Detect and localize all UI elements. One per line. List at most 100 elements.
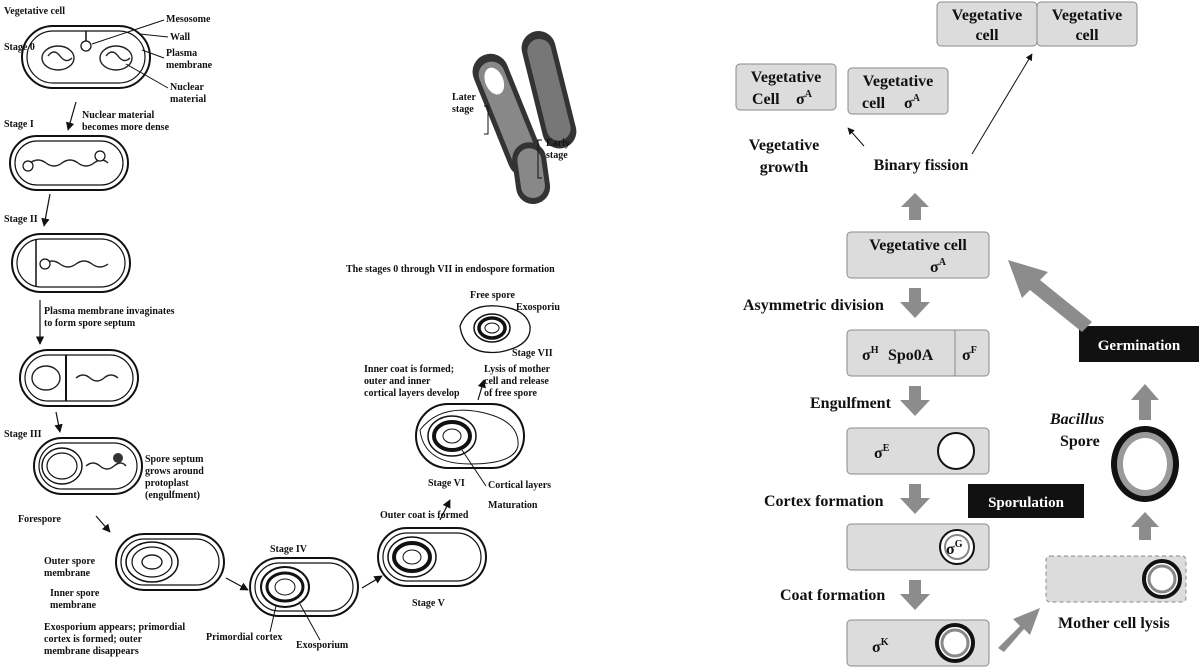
label-primordial-cortex: Primordial cortex <box>206 632 282 643</box>
label-cortical-layers: Cortical layers <box>488 480 551 491</box>
label-early-2: stage <box>546 150 568 161</box>
label-mother-cell-lysis: Mother cell lysis <box>1058 615 1170 632</box>
sigma-e: σE <box>874 443 890 462</box>
label-vegetative-cell: Vegetative cell <box>4 6 65 17</box>
label-septum-3: protoplast <box>145 478 189 489</box>
badge-sporulation <box>968 484 1084 518</box>
label-outer-coat: Outer coat is formed <box>380 510 469 521</box>
label-cortex-formation: Cortex formation <box>764 493 884 510</box>
label-exosporiu: Exosporiu <box>516 302 560 313</box>
label-dense-2: becomes more dense <box>82 122 170 133</box>
label-outer-spore-2: membrane <box>44 568 91 579</box>
label-membrane: membrane <box>166 60 213 71</box>
sigma-a-2-sup: A <box>913 93 921 104</box>
sigma-h: σH <box>862 345 879 364</box>
stage-3b-cell <box>115 533 225 591</box>
label-later-2: stage <box>452 104 474 115</box>
sigma-a-main-symbol: σ <box>930 259 939 276</box>
label-exo-2: cortex is formed; outer <box>44 634 143 645</box>
box-vegetative-cell-a <box>735 63 837 111</box>
label-later-1: Later <box>452 92 476 103</box>
text-veg-main: Vegetative cell <box>869 237 967 254</box>
sigma-g-sup: G <box>955 539 963 550</box>
label-veg-growth-2: growth <box>760 159 809 176</box>
label-stage-1: Stage I <box>4 119 34 130</box>
label-coat-formation: Coat formation <box>780 587 885 604</box>
arrow-down-3 <box>900 484 930 514</box>
arrow-fission-right <box>971 53 1033 155</box>
label-septum-1: Spore septum <box>145 454 204 465</box>
stage-0-cell <box>21 25 151 89</box>
label-stage-5: Stage V <box>412 598 446 609</box>
text-veg-top-left-2: cell <box>975 27 999 44</box>
stage-1-cell <box>9 135 129 191</box>
label-lysis-3: of free spore <box>484 388 538 399</box>
box-vegetative-top-right <box>1036 1 1138 47</box>
label-lysis-2: cell and release <box>484 376 549 387</box>
stage-3-cell <box>33 437 143 495</box>
label-invaginates-1: Plasma membrane invaginates <box>44 306 175 317</box>
label-exo-1: Exosporium appears; primordial <box>44 622 185 633</box>
stage-7-free-spore <box>459 305 531 354</box>
stage-2-cell <box>11 233 131 293</box>
sigma-a-1-symbol: σ <box>796 91 805 108</box>
label-spore: Spore <box>1060 433 1100 450</box>
arrow-germination-to-vegetative <box>1008 260 1092 332</box>
sigma-g-symbol: σ <box>946 541 955 558</box>
endospore-micrograph <box>472 31 577 204</box>
sigma-a-main: σA <box>930 257 947 276</box>
text-veg-b-2: cell <box>862 95 886 112</box>
sigma-k: σK <box>872 637 889 656</box>
sigma-f: σF <box>962 345 977 364</box>
left-panel-endospore-stages: Vegetative cell Stage 0 Mesosome Wall Pl… <box>4 6 577 657</box>
text-veg-a-1: Vegetative <box>751 69 822 86</box>
text-veg-a-2: Cell <box>752 91 780 108</box>
text-veg-b-1: Vegetative <box>863 73 934 90</box>
label-septum-2: grows around <box>145 466 204 477</box>
arrow-down-2 <box>900 386 930 416</box>
label-forespore: Forespore <box>18 514 62 525</box>
label-asymmetric-division: Asymmetric division <box>743 297 884 314</box>
sigma-h-sup: H <box>871 345 879 356</box>
sigma-a-2: σA <box>904 93 921 112</box>
label-lysis-1: Lysis of mother <box>484 364 551 375</box>
label-wall: Wall <box>170 32 190 43</box>
label-dense-1: Nuclear material <box>82 110 155 121</box>
bacillus-spore-inner <box>1123 438 1167 490</box>
label-nuclear: Nuclear <box>170 82 204 93</box>
stage-4-cell <box>249 557 359 617</box>
text-germination: Germination <box>1098 338 1181 354</box>
label-septum-4: (engulfment) <box>145 490 200 501</box>
label-stage-3: Stage III <box>4 429 42 440</box>
label-invaginates-2: to form spore septum <box>44 318 136 329</box>
label-outer-spore-1: Outer spore <box>44 556 96 567</box>
box-vegetative-cell-main <box>846 231 990 279</box>
label-maturation: Maturation <box>488 500 538 511</box>
label-inner-3: cortical layers develop <box>364 388 460 399</box>
label-bacillus: Bacillus <box>1049 411 1104 428</box>
arrow-fission-left <box>847 127 865 147</box>
sigma-f-symbol: σ <box>962 347 971 364</box>
label-exosporium: Exosporium <box>296 640 349 651</box>
box-vegetative-cell-b <box>847 67 949 115</box>
label-mesosome: Mesosome <box>166 14 211 25</box>
text-veg-top-right-2: cell <box>1075 27 1099 44</box>
right-panel-sporulation-cycle: Vegetative cell Vegetative cell Vegetati… <box>735 1 1199 667</box>
sigma-a-1: σA <box>796 89 813 108</box>
sigma-k-symbol: σ <box>872 639 881 656</box>
stage-5-cell <box>377 527 487 587</box>
forespore-circle-g-inner <box>944 534 970 560</box>
label-inner-2: outer and inner <box>364 376 431 387</box>
label-stage-7: Stage VII <box>512 348 553 359</box>
sigma-a-2-symbol: σ <box>904 95 913 112</box>
label-plasma: Plasma <box>166 48 197 59</box>
arrow-down-1 <box>900 288 930 318</box>
label-veg-growth-1: Vegetative <box>749 137 820 154</box>
label-inner-spore-2: membrane <box>50 600 97 611</box>
stage-2b-cell <box>19 349 139 407</box>
forespore-circle-e <box>937 432 975 470</box>
sigma-h-symbol: σ <box>862 347 871 364</box>
label-exo-3: membrane disappears <box>44 646 139 657</box>
text-sporulation: Sporulation <box>988 495 1065 511</box>
